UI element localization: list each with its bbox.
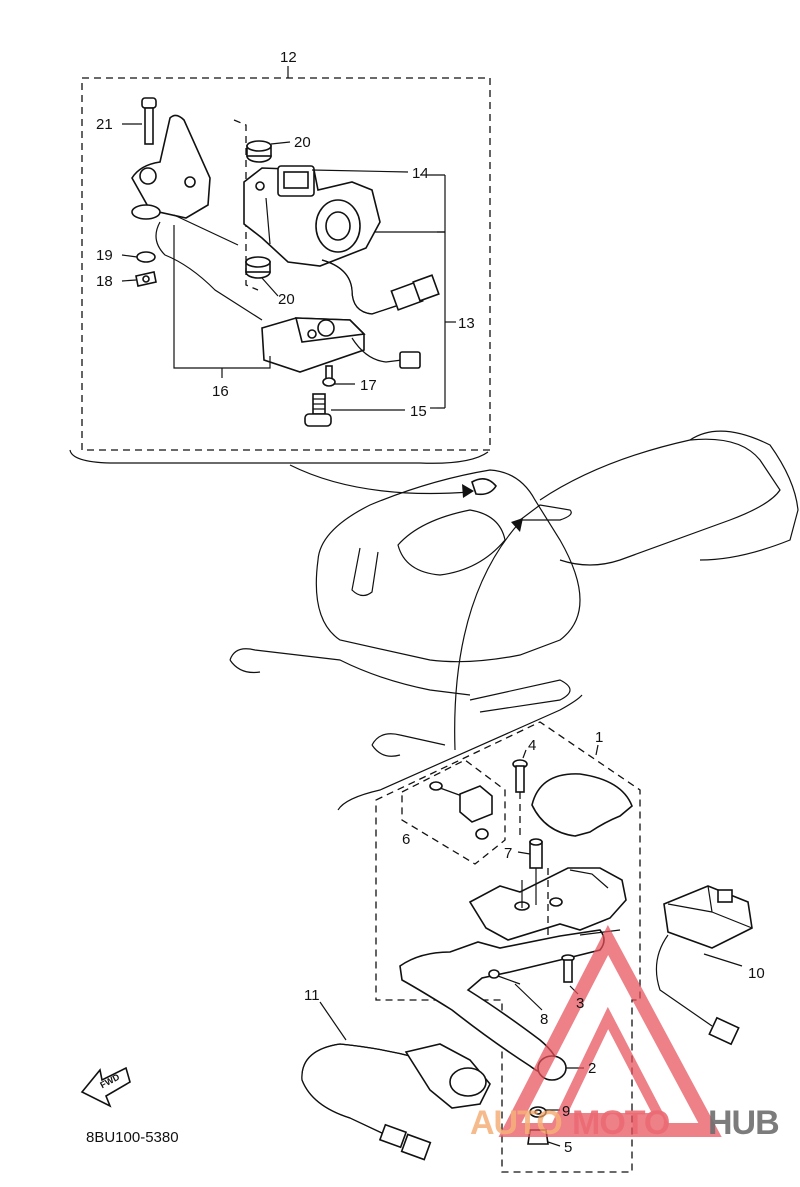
callout-20-top: 20	[294, 134, 311, 151]
washer-19	[136, 251, 156, 263]
callout-6: 6	[402, 831, 410, 848]
throttle-lever	[399, 929, 605, 1075]
subgroup-6-frame	[401, 759, 506, 865]
washer-18	[135, 271, 157, 287]
washer-9	[529, 1106, 547, 1118]
callout-12: 12	[280, 49, 297, 66]
screw-17	[322, 365, 336, 387]
callout-21: 21	[96, 116, 113, 133]
sensor-unit-14	[243, 165, 381, 267]
cable-11	[301, 1043, 491, 1161]
lever-cover	[531, 773, 633, 837]
callout-7: 7	[504, 845, 512, 862]
inset-bracket-line	[69, 449, 489, 464]
grommet-20-top	[246, 140, 272, 163]
callout-2: 2	[588, 1060, 596, 1077]
callout-16: 16	[212, 383, 229, 400]
diagram-code: 8BU100-5380	[86, 1129, 179, 1146]
callout-1: 1	[595, 729, 603, 746]
watermark-auto: AUTO	[470, 1104, 562, 1142]
callout-10: 10	[748, 965, 765, 982]
callout-3: 3	[576, 995, 584, 1012]
callout-11: 11	[304, 987, 320, 1004]
callout-4: 4	[528, 737, 536, 754]
connector-10	[708, 1016, 740, 1046]
watermark-moto: MOTO	[572, 1104, 670, 1142]
bolt-3	[561, 954, 575, 983]
mount-bracket	[131, 114, 211, 219]
arrow-lower-to-bike	[454, 521, 521, 751]
base-plate-16	[261, 317, 366, 373]
bolt-21	[141, 97, 157, 145]
snowmobile-illustration	[229, 430, 799, 757]
bolt-4	[512, 759, 528, 793]
screw-8	[488, 969, 521, 985]
upper-dashed-frame	[81, 77, 491, 451]
switch-module-10	[663, 885, 753, 949]
watermark-logo: AUTO MOTO HUB	[470, 924, 780, 1142]
callout-15: 15	[410, 403, 427, 420]
callout-8: 8	[540, 1011, 548, 1028]
callout-13: 13	[458, 315, 475, 332]
block-6	[459, 785, 493, 823]
callout-bracket-13	[437, 174, 446, 409]
callout-19: 19	[96, 247, 113, 264]
arrow-upper-to-bike	[289, 464, 471, 495]
lower-inset-line	[337, 694, 583, 811]
sleeve-7	[529, 838, 543, 869]
callout-14: 14	[412, 165, 429, 182]
callout-5: 5	[564, 1139, 572, 1156]
connector-small	[399, 351, 421, 369]
fwd-arrow-icon: FWD	[80, 1066, 131, 1108]
callout-18: 18	[96, 273, 113, 290]
callout-9: 9	[562, 1103, 570, 1120]
callout-17: 17	[360, 377, 377, 394]
connector-upper	[390, 274, 440, 311]
bolt-15	[304, 393, 332, 427]
watermark-hub: HUB	[708, 1104, 779, 1142]
upper-assembly-group	[69, 66, 491, 464]
screw-6a	[429, 781, 463, 797]
callout-20-bottom: 20	[278, 291, 295, 308]
grommet-20-bottom	[245, 256, 271, 279]
